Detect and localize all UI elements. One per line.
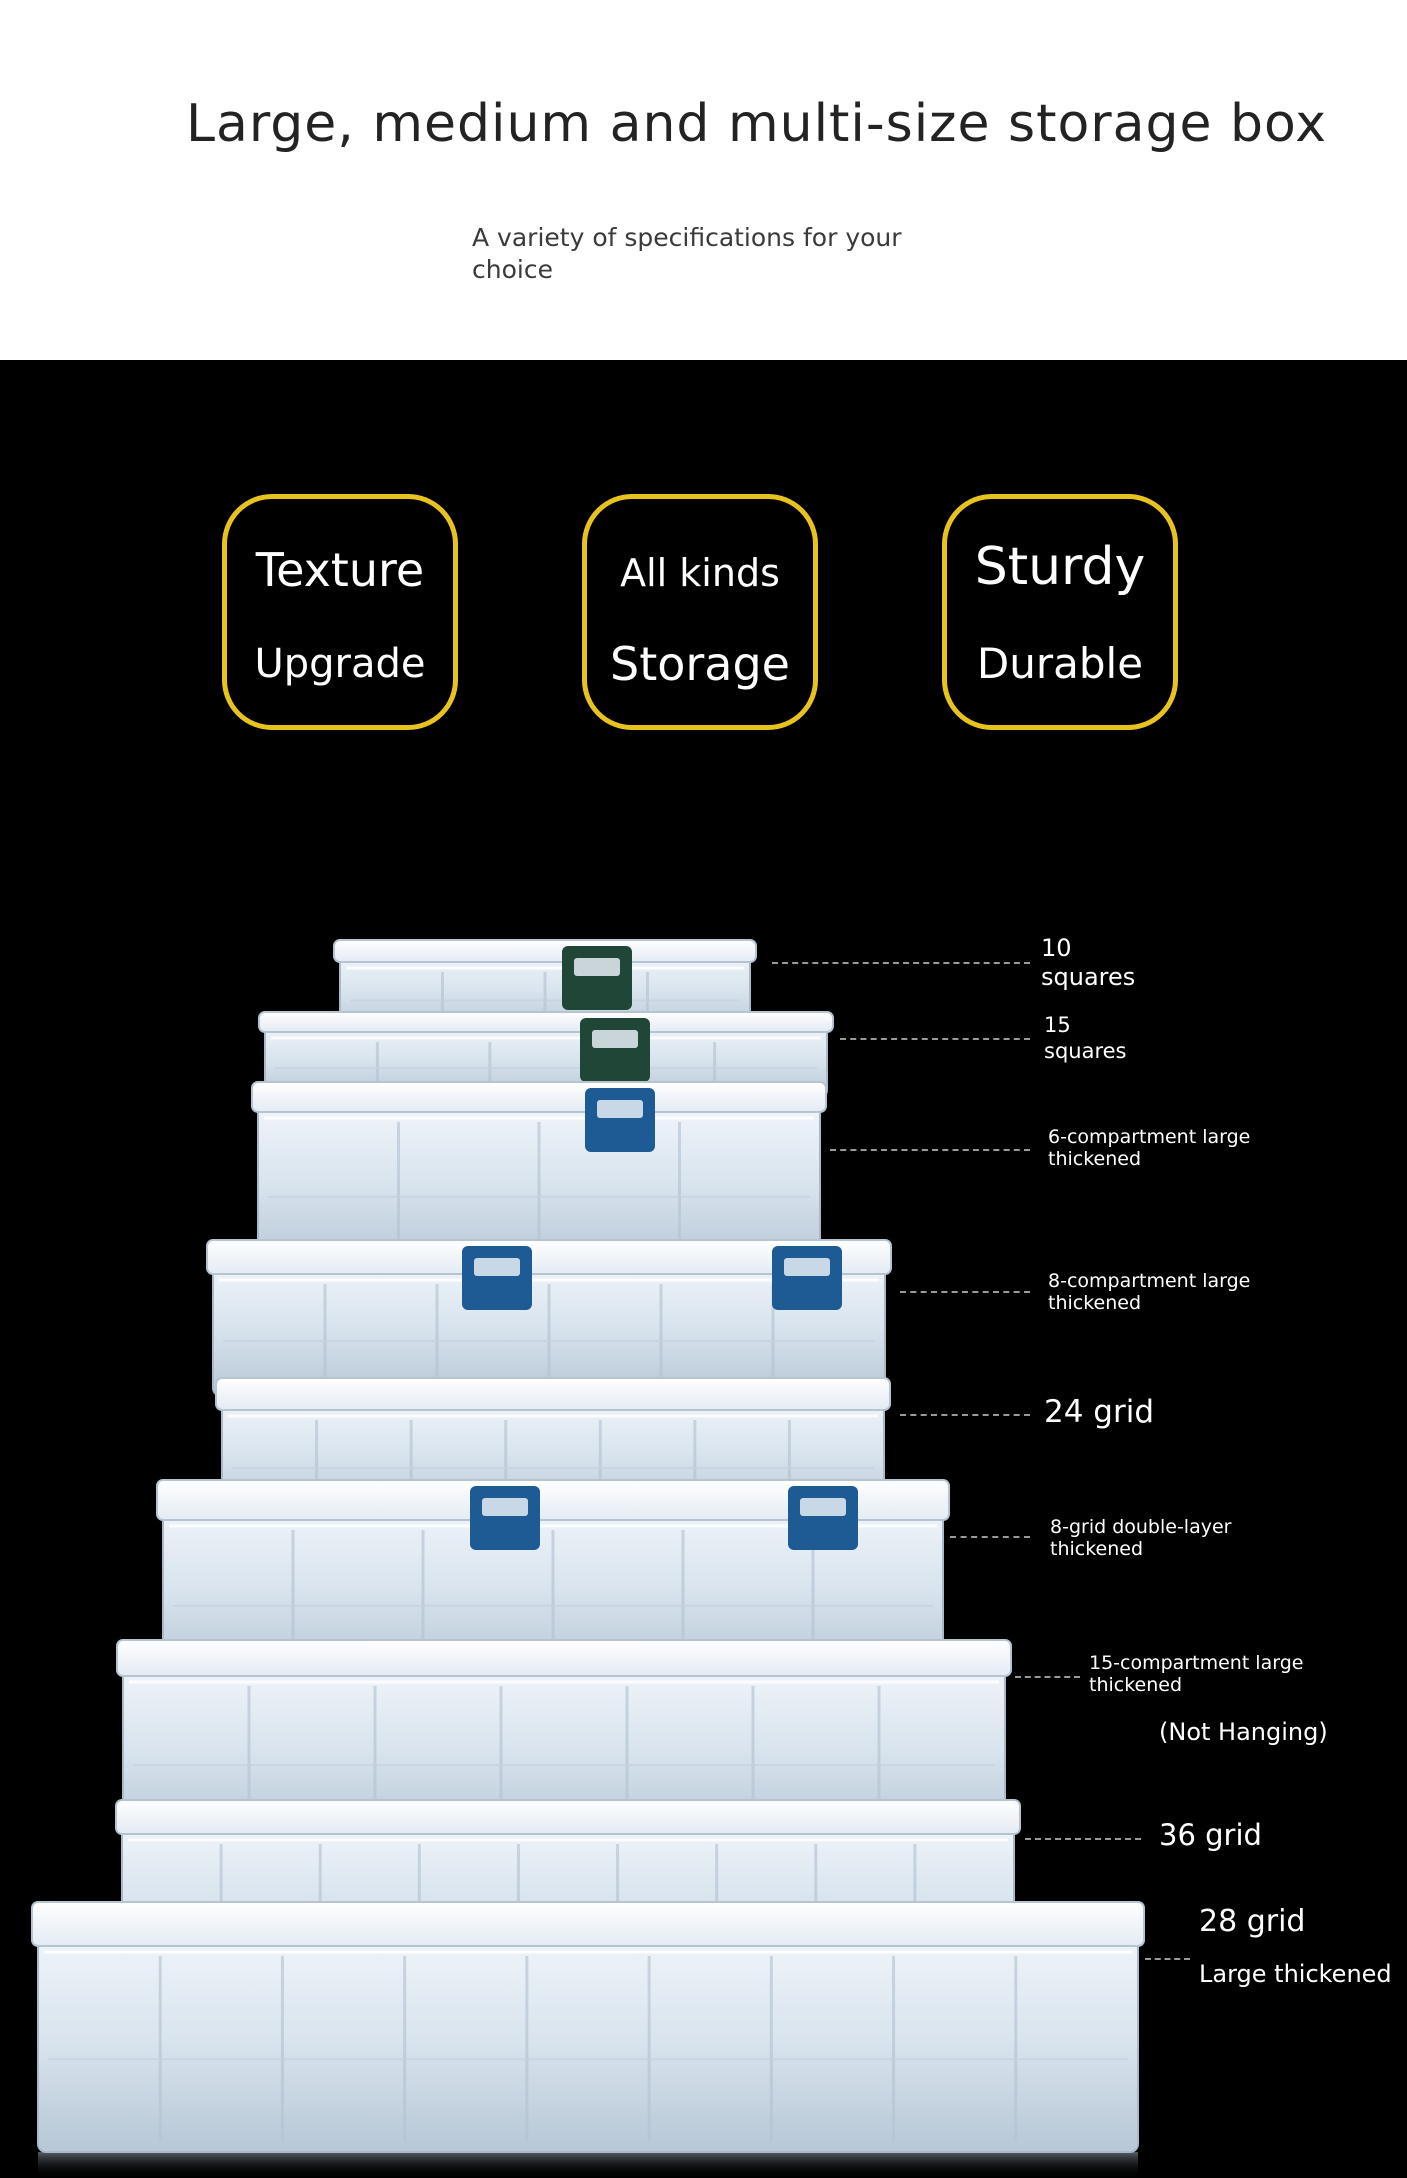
dash-line bbox=[840, 1038, 1030, 1040]
spec-line-1: 6-compartment large bbox=[1048, 1126, 1251, 1148]
spec-line-2: thickened bbox=[1048, 1292, 1142, 1314]
box-latch bbox=[788, 1486, 858, 1550]
box-lid bbox=[116, 1639, 1012, 1677]
latch-slot bbox=[800, 1498, 846, 1516]
dash-line bbox=[950, 1536, 1030, 1538]
spec-label: 15 squares bbox=[1044, 1012, 1126, 1064]
spec-line-1: 8-compartment large bbox=[1048, 1270, 1251, 1292]
box-latch bbox=[580, 1018, 650, 1082]
spec-label: 10 squares bbox=[1041, 934, 1135, 992]
box-lid bbox=[31, 1901, 1145, 1947]
spec-label: 15-compartment large thickened bbox=[1089, 1652, 1303, 1696]
spec-label: 24 grid bbox=[1044, 1394, 1154, 1430]
feature-badge-texture: Texture Upgrade bbox=[222, 494, 458, 730]
spec-label: 36 grid bbox=[1159, 1818, 1262, 1852]
spec-label: 6-compartment large thickened bbox=[1048, 1126, 1250, 1170]
badge-line-2: Durable bbox=[976, 639, 1144, 688]
page-subtitle: A variety of specifications for your cho… bbox=[472, 223, 902, 284]
spec-line-2: squares bbox=[1041, 963, 1136, 991]
dash-line bbox=[900, 1414, 1030, 1416]
dash-line bbox=[830, 1149, 1030, 1151]
box-latch bbox=[585, 1088, 655, 1152]
latch-slot bbox=[597, 1100, 643, 1118]
box-lid bbox=[258, 1011, 834, 1033]
dash-line bbox=[772, 962, 1030, 964]
box-lid bbox=[206, 1239, 892, 1275]
dash-line bbox=[1145, 1958, 1190, 1960]
spec-line-2: thickened bbox=[1048, 1148, 1142, 1170]
storage-boxes-image bbox=[31, 939, 1145, 2178]
badge-line-1: All kinds bbox=[620, 551, 780, 595]
spec-label: 8-compartment large thickened bbox=[1048, 1270, 1250, 1314]
latch-slot bbox=[474, 1258, 520, 1276]
product-showcase: Texture Upgrade All kinds Storage Sturdy… bbox=[0, 360, 1407, 2178]
dash-line bbox=[900, 1291, 1030, 1293]
spec-line-2: thickened bbox=[1050, 1538, 1144, 1560]
page-title: Large, medium and multi-size storage box bbox=[186, 94, 1328, 154]
header-section: Large, medium and multi-size storage box… bbox=[0, 0, 1407, 360]
spec-line-2: Large thickened bbox=[1199, 1960, 1392, 1988]
box-lid bbox=[215, 1377, 891, 1411]
spec-line-1: 10 bbox=[1041, 934, 1072, 962]
spec-label: 8-grid double-layer thickened bbox=[1050, 1516, 1231, 1560]
spec-label: 28 grid Large thickened bbox=[1199, 1904, 1392, 1988]
box-latch bbox=[462, 1246, 532, 1310]
dash-line bbox=[1015, 1676, 1080, 1678]
spec-line-1: 28 grid bbox=[1199, 1904, 1306, 1939]
latch-slot bbox=[784, 1258, 830, 1276]
badge-line-1: Sturdy bbox=[974, 537, 1146, 597]
spec-line-1: 8-grid double-layer bbox=[1050, 1516, 1232, 1538]
box-lid bbox=[115, 1799, 1021, 1835]
feature-badge-durable: Sturdy Durable bbox=[942, 494, 1178, 730]
box-latch bbox=[772, 1246, 842, 1310]
badge-line-1: Texture bbox=[255, 543, 425, 597]
latch-slot bbox=[482, 1498, 528, 1516]
box-latch bbox=[470, 1486, 540, 1550]
box-lid bbox=[333, 939, 757, 963]
spec-line-2: squares bbox=[1044, 1039, 1127, 1063]
feature-badge-storage: All kinds Storage bbox=[582, 494, 818, 730]
spec-line-1: 15-compartment large bbox=[1089, 1652, 1304, 1674]
badge-line-2: Storage bbox=[610, 637, 790, 691]
spec-line-1: 15 bbox=[1044, 1013, 1071, 1037]
badge-line-2: Upgrade bbox=[254, 641, 426, 687]
spec-line-1: 36 grid bbox=[1159, 1818, 1262, 1852]
spec-line-2: thickened bbox=[1089, 1674, 1183, 1696]
box-latch bbox=[562, 946, 632, 1010]
box-lid bbox=[156, 1479, 950, 1521]
box-lid bbox=[251, 1081, 827, 1113]
latch-slot bbox=[592, 1030, 638, 1048]
latch-slot bbox=[574, 958, 620, 976]
spec-note: (Not Hanging) bbox=[1159, 1718, 1328, 1746]
dash-line bbox=[1025, 1838, 1141, 1840]
spec-line-1: 24 grid bbox=[1044, 1394, 1155, 1430]
reflection-shape bbox=[38, 2152, 1138, 2178]
